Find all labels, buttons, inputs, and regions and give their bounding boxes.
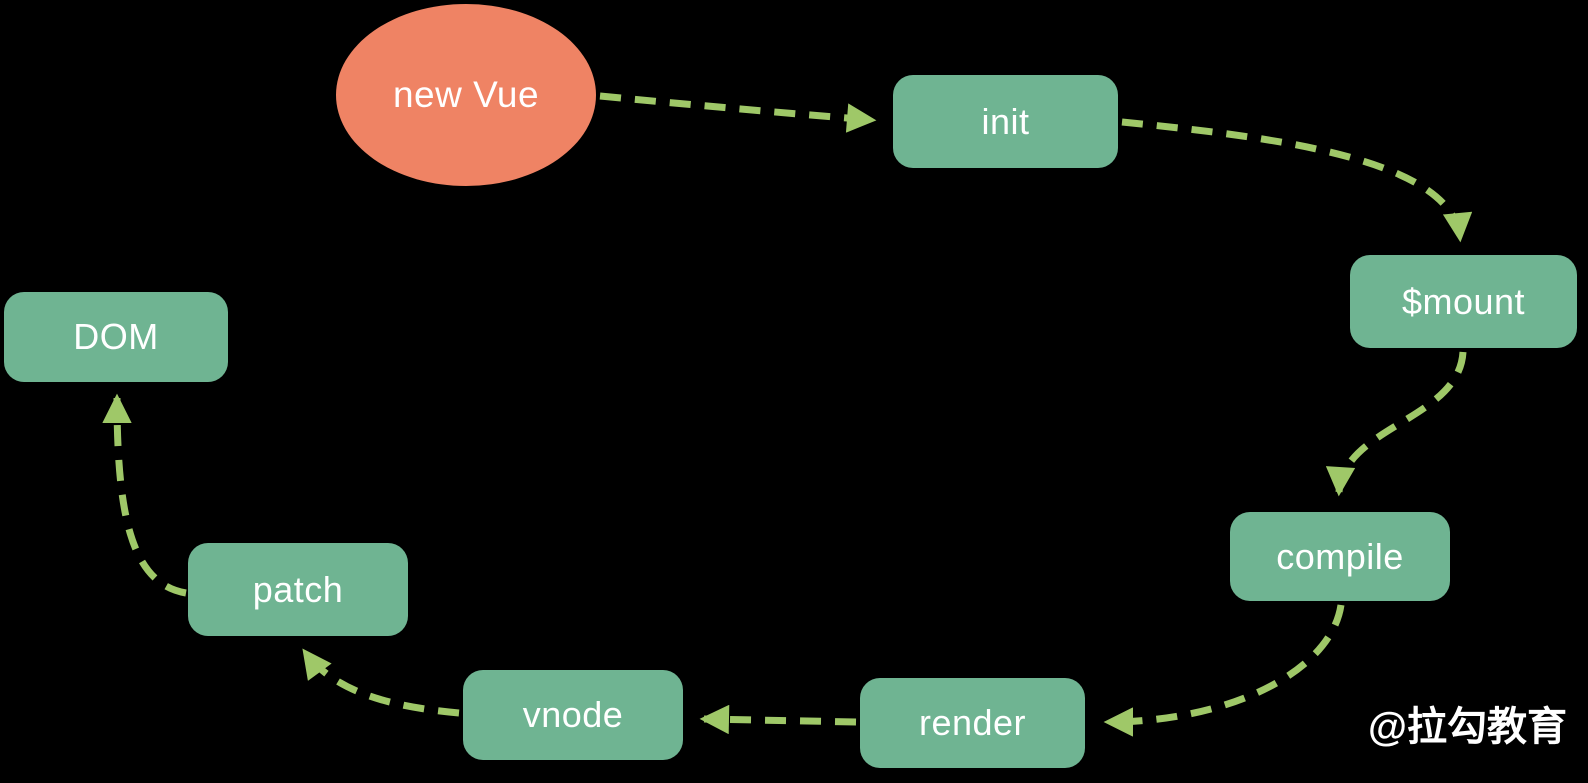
node-new-vue-label: new Vue: [392, 74, 540, 115]
node-vnode-label: vnode: [522, 694, 624, 735]
edge-new-vue-to-init: [599, 92, 877, 133]
edge-vnode-to-patch: [302, 648, 460, 717]
edge-mount-to-compile: [1325, 351, 1467, 497]
node-dom: DOM: [4, 292, 228, 382]
edge-render-to-vnode: [699, 704, 857, 735]
node-compile-label: compile: [1276, 535, 1404, 577]
node-mount-label: $mount: [1401, 280, 1526, 322]
watermark: @拉勾教育: [1368, 705, 1568, 749]
node-vnode: vnode: [463, 670, 683, 760]
node-render-label: render: [918, 702, 1027, 743]
node-new-vue: new Vue: [336, 4, 596, 186]
node-compile: compile: [1230, 512, 1450, 601]
node-mount: $mount: [1350, 255, 1577, 348]
node-render: render: [860, 678, 1085, 768]
node-patch: patch: [188, 543, 408, 636]
node-init-label: init: [981, 100, 1030, 142]
node-init: init: [893, 75, 1118, 168]
node-patch-label: patch: [252, 568, 344, 610]
edge-compile-to-render: [1103, 604, 1345, 737]
edge-init-to-mount: [1121, 118, 1473, 243]
edge-patch-to-dom: [102, 393, 187, 597]
node-dom-label: DOM: [73, 316, 159, 357]
